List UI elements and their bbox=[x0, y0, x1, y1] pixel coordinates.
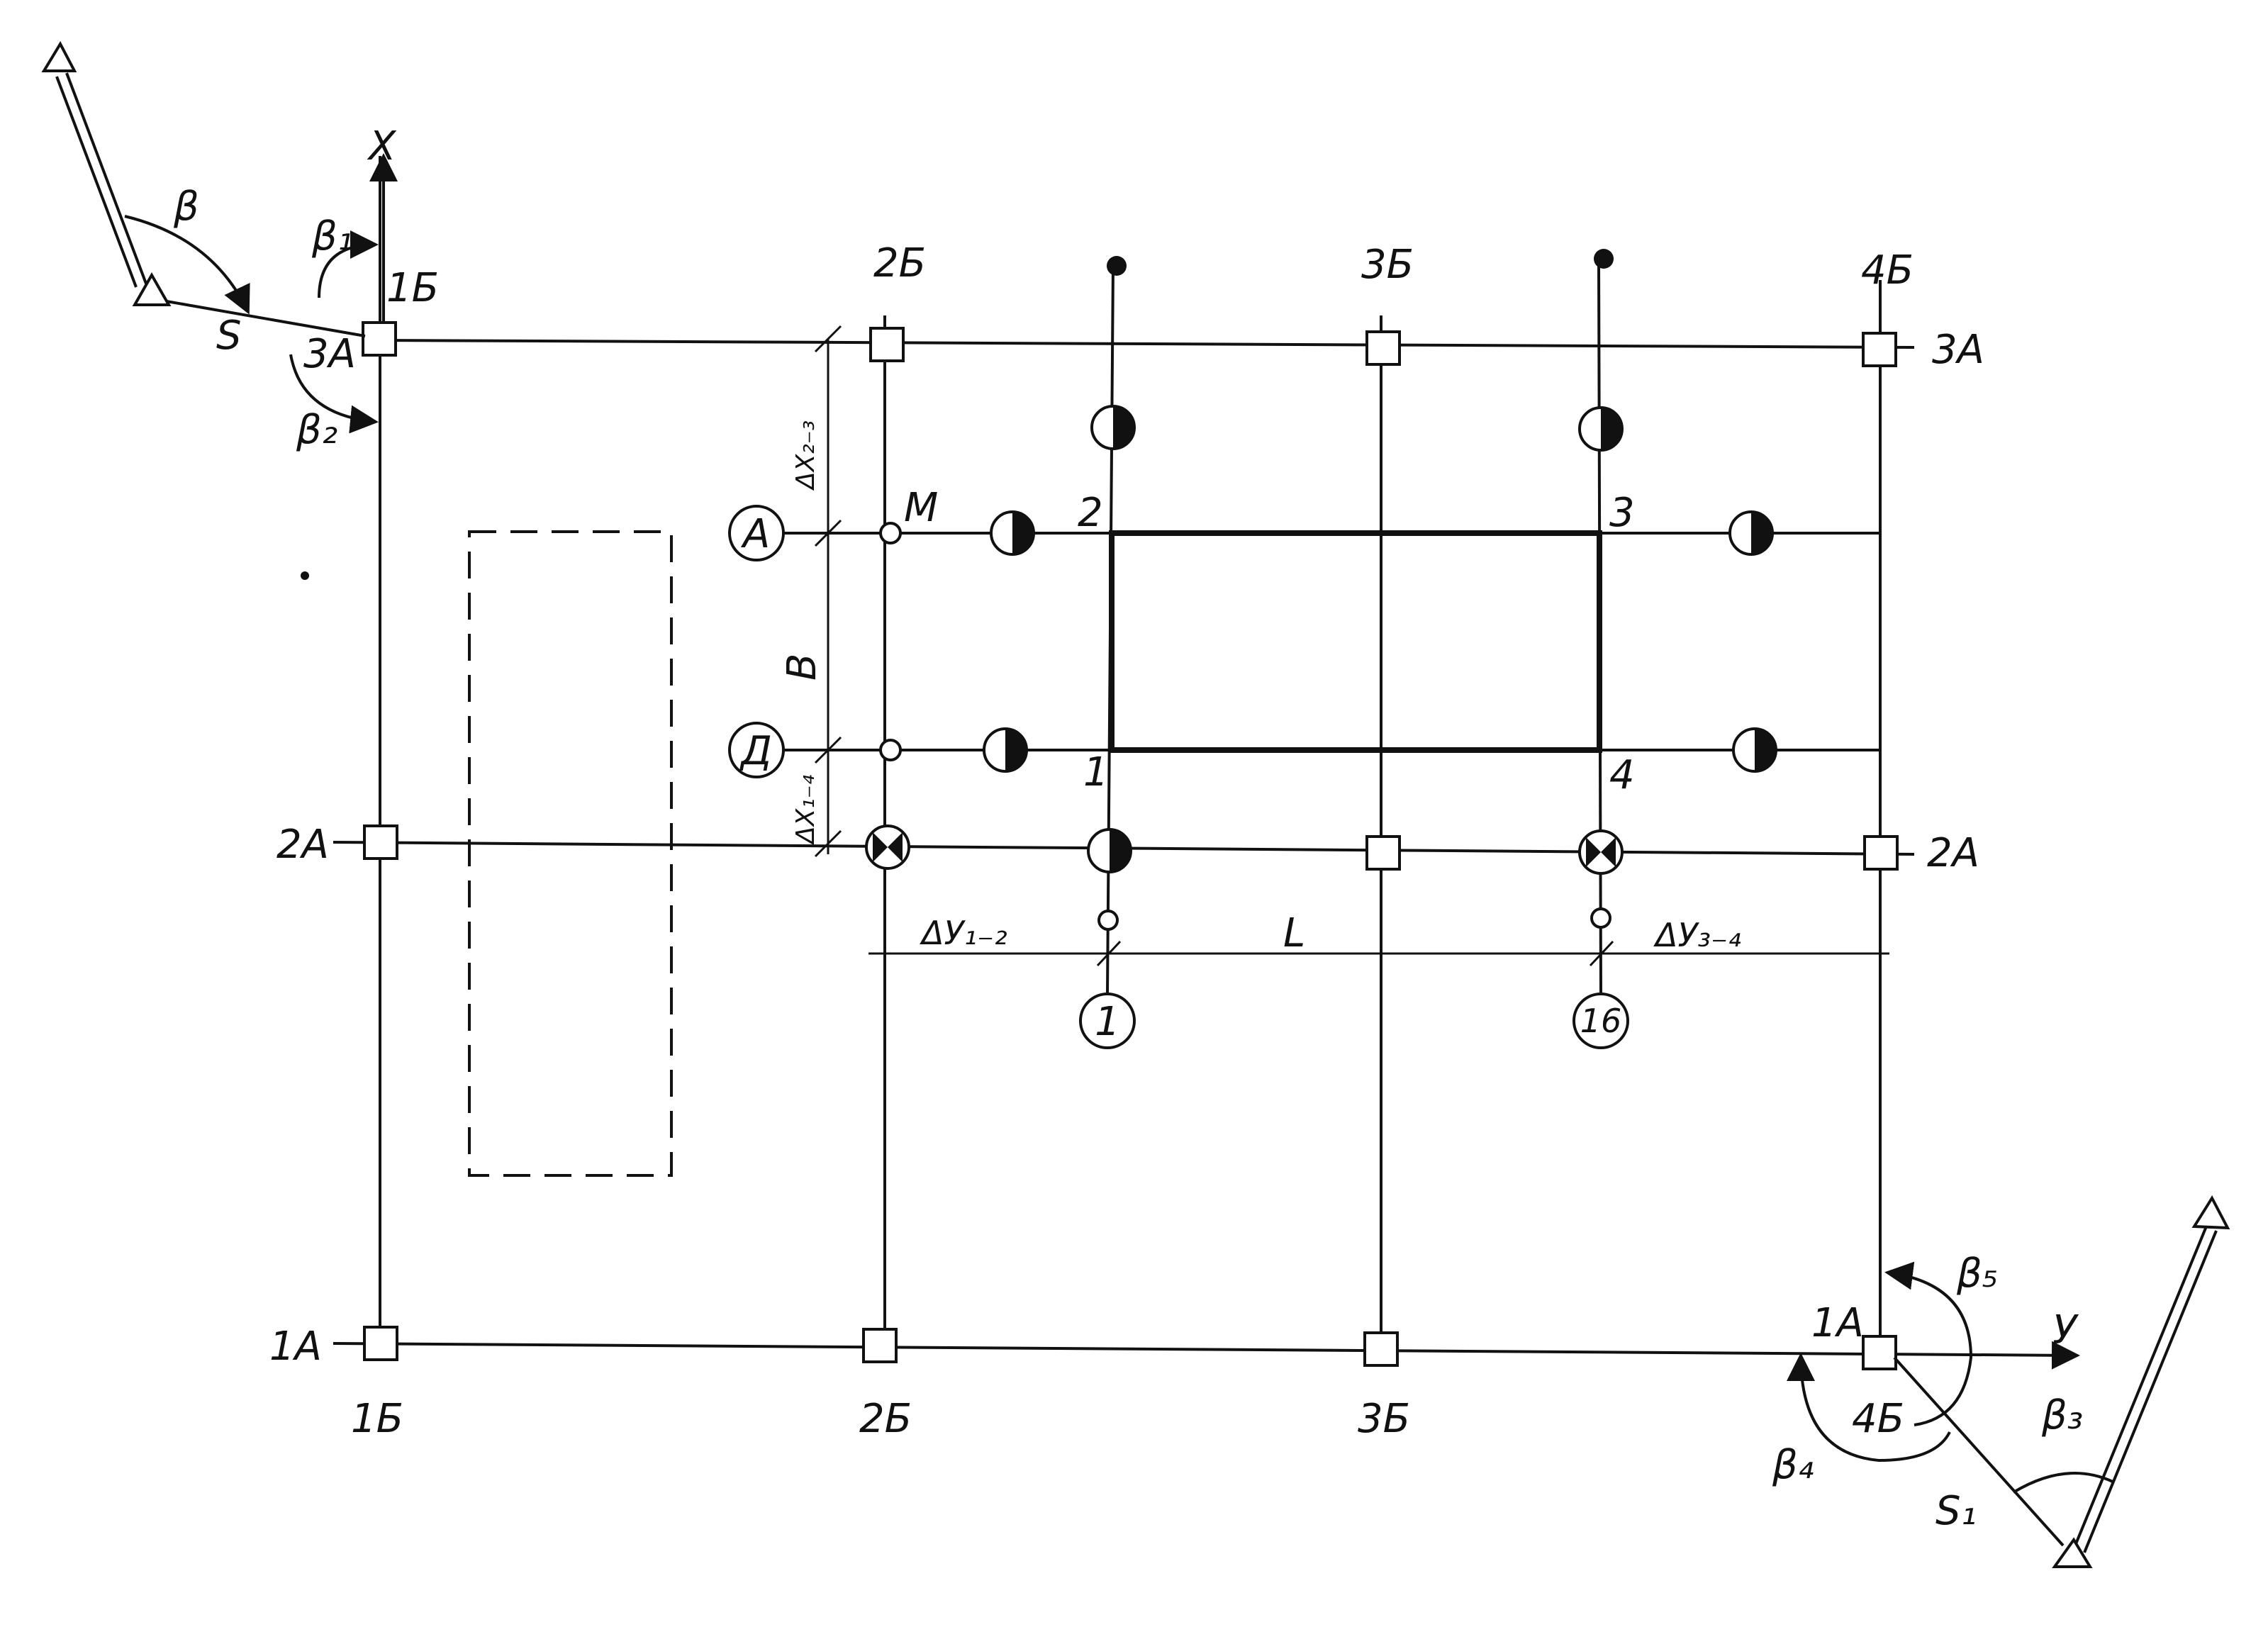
label-1b-bottom: 1Б bbox=[351, 1396, 403, 1442]
arc-beta3 bbox=[2012, 1472, 2113, 1494]
label-corner-2: 2 bbox=[1078, 490, 1103, 536]
label-l: L bbox=[1283, 910, 1305, 956]
marker-1b-2a bbox=[363, 824, 398, 860]
crossed-signs bbox=[865, 824, 1624, 875]
point-d-2b bbox=[879, 739, 902, 761]
label-dx-2-3: ΔX₂₋₃ bbox=[791, 420, 820, 491]
triangle-lower-right bbox=[2052, 1537, 2093, 1568]
point-1-low bbox=[1097, 910, 1119, 931]
triangle-top bbox=[41, 40, 77, 72]
grid-line-1a bbox=[333, 1341, 2080, 1370]
label-3b-top: 3Б bbox=[1361, 242, 1414, 288]
stray-dot bbox=[301, 571, 309, 580]
label-1a-right: 1А bbox=[1811, 1300, 1864, 1346]
label-corner-4: 4 bbox=[1609, 752, 1635, 798]
geodetic-points bbox=[41, 40, 2230, 1568]
label-point-m: М bbox=[904, 485, 938, 531]
bubble-a: А bbox=[728, 505, 785, 561]
arc-beta4 bbox=[1787, 1353, 1951, 1463]
arc-beta1 bbox=[318, 230, 379, 298]
label-dx-1-4: ΔX₁₋₄ bbox=[791, 774, 820, 846]
marker-3b-1a bbox=[1363, 1331, 1399, 1367]
triangle-far-right bbox=[2191, 1195, 2230, 1230]
bubble-16-label: 16 bbox=[1580, 1002, 1622, 1040]
axis-bubbles: А Д 1 16 bbox=[728, 505, 1629, 1049]
label-b: B bbox=[779, 654, 825, 681]
label-2a-left: 2А bbox=[276, 822, 329, 868]
text-labels: X У 1Б 2Б 3Б 4Б 1Б 2Б 3Б 4Б 3А 3А 2А 2А … bbox=[173, 123, 2083, 1534]
dimension-lines bbox=[814, 325, 1889, 967]
marker-4b-3a bbox=[1862, 332, 1897, 367]
label-beta: β bbox=[173, 184, 199, 230]
label-1b-top: 1Б bbox=[386, 265, 439, 311]
bubble-1-label: 1 bbox=[1095, 999, 1120, 1045]
label-dy-3-4: ΔУ₃₋₄ bbox=[1653, 916, 1741, 954]
marker-4b-1a bbox=[1862, 1335, 1897, 1370]
sign-a-right bbox=[1728, 510, 1774, 556]
point-16-top bbox=[1594, 249, 1614, 269]
label-beta3: β₃ bbox=[2041, 1392, 2083, 1438]
x-axis-label: X bbox=[367, 123, 397, 169]
label-1a-left: 1А bbox=[269, 1324, 322, 1370]
small-points bbox=[301, 249, 1614, 931]
marker-3b-2a bbox=[1365, 835, 1401, 871]
label-s: S bbox=[216, 313, 242, 359]
point-1-top bbox=[1107, 256, 1127, 276]
sign-1-top bbox=[1090, 405, 1136, 450]
marker-2b-3a bbox=[869, 327, 905, 362]
angle-arcs bbox=[124, 215, 2113, 1494]
marker-4b-2a bbox=[1863, 835, 1899, 871]
bubble-d-label: Д bbox=[739, 728, 772, 774]
ray-lower-right-1 bbox=[2072, 1226, 2208, 1550]
label-beta1: β₁ bbox=[311, 213, 353, 259]
axis-signs bbox=[983, 405, 1777, 873]
label-3a-right: 3А bbox=[1932, 327, 1984, 373]
label-3a-left: 3А bbox=[303, 331, 356, 377]
label-corner-1: 1 bbox=[1083, 749, 1109, 795]
bubble-16: 16 bbox=[1572, 993, 1629, 1049]
line-s bbox=[166, 300, 366, 337]
arc-beta5 bbox=[1884, 1261, 1973, 1426]
sign-cross-right bbox=[1578, 829, 1624, 875]
existing-building-outline bbox=[468, 530, 673, 1177]
point-16-low bbox=[1590, 907, 1611, 929]
marker-1b-3a bbox=[362, 321, 397, 357]
label-4b-bottom: 4Б bbox=[1852, 1396, 1904, 1442]
label-s1: S₁ bbox=[1935, 1488, 1977, 1534]
marker-2b-1a bbox=[862, 1328, 898, 1363]
bubble-d: Д bbox=[728, 722, 785, 778]
label-2b-top: 2Б bbox=[873, 240, 926, 286]
label-4b-top: 4Б bbox=[1861, 247, 1914, 293]
arc-beta2 bbox=[289, 354, 379, 434]
line-s1 bbox=[1893, 1356, 2065, 1547]
grid-markers bbox=[362, 321, 1899, 1370]
label-3b-bottom: 3Б bbox=[1358, 1396, 1410, 1442]
label-beta4: β₄ bbox=[1772, 1442, 1814, 1488]
bubble-1: 1 bbox=[1079, 993, 1136, 1049]
y-axis-label: У bbox=[2052, 1307, 2079, 1353]
arc-beta bbox=[124, 215, 250, 315]
label-beta5: β₅ bbox=[1956, 1251, 1998, 1297]
building-outline bbox=[1109, 530, 1602, 753]
sign-a-left bbox=[990, 510, 1035, 556]
label-corner-3: 3 bbox=[1609, 490, 1635, 536]
label-dy-1-2: ΔУ₁₋₂ bbox=[920, 914, 1007, 952]
sign-cross-left bbox=[865, 824, 910, 870]
point-m bbox=[879, 522, 902, 544]
label-beta2: β₂ bbox=[296, 407, 337, 453]
marker-3b-3a bbox=[1365, 330, 1401, 366]
label-2b-bottom: 2Б bbox=[859, 1396, 912, 1442]
ray-upper-left-1 bbox=[65, 72, 147, 284]
triangle-upper-left bbox=[132, 272, 172, 306]
label-2a-right: 2А bbox=[1927, 830, 1979, 876]
marker-1b-1a bbox=[363, 1326, 398, 1361]
sign-d-left bbox=[983, 727, 1028, 773]
sign-1-bottom bbox=[1087, 828, 1132, 873]
sign-16-top bbox=[1578, 406, 1624, 452]
sign-d-right bbox=[1732, 727, 1777, 773]
bubble-a-label: А bbox=[741, 511, 770, 557]
grid-line-3a bbox=[379, 339, 1915, 349]
